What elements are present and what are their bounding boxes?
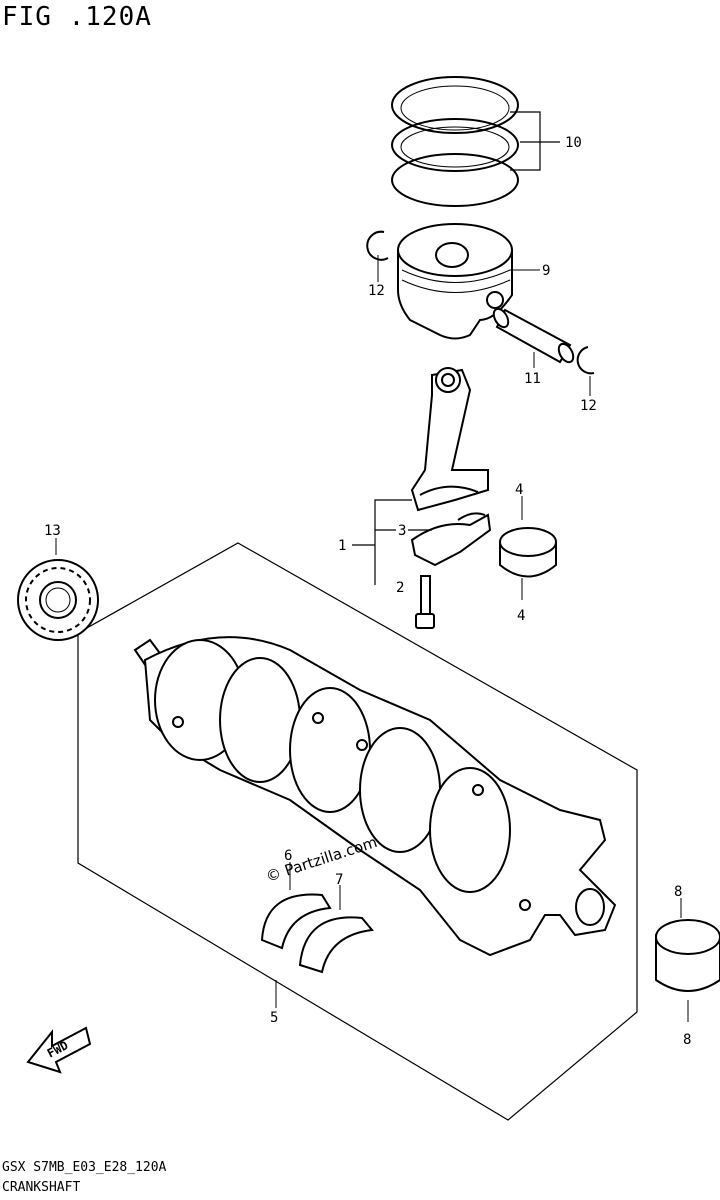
thrust-washers[interactable] <box>260 893 374 974</box>
circlip-left[interactable] <box>366 230 389 261</box>
callout-lines-10 <box>510 111 560 171</box>
fwd-arrow-icon <box>26 1026 92 1074</box>
con-rod-bolt[interactable] <box>415 575 435 629</box>
callout-5[interactable]: 5 <box>270 1010 278 1026</box>
con-rod-bearing[interactable] <box>499 527 557 578</box>
callout-12b[interactable]: 12 <box>580 398 597 414</box>
callout-13[interactable]: 13 <box>44 523 61 539</box>
piston-rings[interactable] <box>391 76 519 207</box>
circlip-right[interactable] <box>576 346 595 375</box>
watermark: © Partzilla.com <box>264 833 380 886</box>
callout-4a[interactable]: 4 <box>515 482 523 498</box>
callout-lines-1 <box>352 499 432 585</box>
callout-2[interactable]: 2 <box>396 580 404 596</box>
callout-3[interactable]: 3 <box>398 523 406 539</box>
main-bearing[interactable] <box>655 919 720 992</box>
timing-sprocket[interactable] <box>17 559 99 641</box>
callout-8a[interactable]: 8 <box>674 884 682 900</box>
figure-name: CRANKSHAFT <box>2 1180 81 1195</box>
piston[interactable] <box>397 223 513 340</box>
callout-4b[interactable]: 4 <box>517 608 525 624</box>
callout-9[interactable]: 9 <box>542 263 550 279</box>
callout-10[interactable]: 10 <box>565 135 582 151</box>
crankshaft[interactable] <box>133 636 617 957</box>
callout-8b[interactable]: 8 <box>683 1032 691 1048</box>
figure-title: FIG .120A <box>2 2 152 32</box>
callout-12a[interactable]: 12 <box>368 283 385 299</box>
callout-1[interactable]: 1 <box>338 538 346 554</box>
figure-code: GSX S7MB_E03_E28_120A <box>2 1160 167 1175</box>
connecting-rod[interactable] <box>410 367 492 567</box>
callout-11[interactable]: 11 <box>524 371 541 387</box>
piston-pin[interactable] <box>491 306 576 364</box>
callout-7[interactable]: 7 <box>335 872 343 888</box>
callout-6[interactable]: 6 <box>284 848 292 864</box>
